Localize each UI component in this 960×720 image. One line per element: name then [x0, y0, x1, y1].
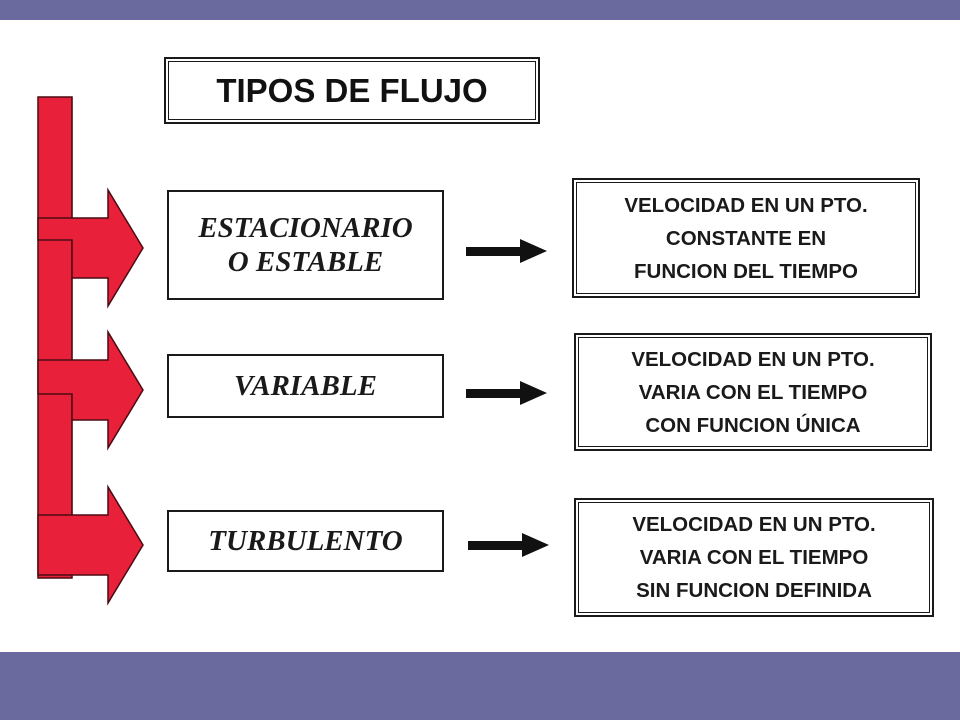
connector-arrow-2-icon [466, 381, 547, 405]
description-text: VELOCIDAD EN UN PTO. CONSTANTE EN FUNCIO… [624, 189, 867, 288]
type-label: ESTACIONARIO O ESTABLE [198, 211, 412, 279]
description-line: VELOCIDAD EN UN PTO. [632, 513, 876, 536]
description-line: CONSTANTE EN [665, 226, 827, 250]
connector-arrow-1-icon [466, 239, 547, 263]
description-line: VARIA CON EL TIEMPO [638, 380, 868, 404]
type-label-line: TURBULENTO [208, 525, 403, 557]
type-label-line: O ESTABLE [227, 246, 384, 278]
description-text: VELOCIDAD EN UN PTO. VARIA CON EL TIEMPO… [632, 508, 875, 607]
bracket-arrow-2-icon [37, 329, 144, 451]
bracket-spine [37, 96, 73, 579]
title-box: TIPOS DE FLUJO [164, 57, 540, 124]
bracket-arrow-1-icon [37, 187, 144, 309]
description-line: FUNCION DEL TIEMPO [634, 259, 858, 283]
bottom-band [0, 652, 960, 720]
type-label: TURBULENTO [208, 524, 402, 558]
description-line: SIN FUNCION DEFINIDA [636, 579, 872, 602]
description-line: VELOCIDAD EN UN PTO. [631, 347, 875, 371]
type-label: VARIABLE [234, 369, 377, 403]
description-box-stationary: VELOCIDAD EN UN PTO. CONSTANTE EN FUNCIO… [572, 178, 920, 298]
type-box-stationary: ESTACIONARIO O ESTABLE [167, 190, 444, 300]
description-box-variable: VELOCIDAD EN UN PTO. VARIA CON EL TIEMPO… [574, 333, 932, 451]
connector-arrow-3-icon [468, 533, 549, 557]
description-text: VELOCIDAD EN UN PTO. VARIA CON EL TIEMPO… [631, 343, 874, 442]
type-box-variable: VARIABLE [167, 354, 444, 418]
description-line: VELOCIDAD EN UN PTO. [624, 193, 868, 217]
description-box-turbulent: VELOCIDAD EN UN PTO. VARIA CON EL TIEMPO… [574, 498, 934, 617]
type-label-line: VARIABLE [234, 370, 377, 402]
type-label-line: ESTACIONARIO [198, 212, 413, 244]
description-line: CON FUNCION ÚNICA [645, 413, 861, 437]
description-line: VARIA CON EL TIEMPO [639, 546, 869, 569]
top-band [0, 0, 960, 20]
type-box-turbulent: TURBULENTO [167, 510, 444, 572]
page-title: TIPOS DE FLUJO [216, 71, 488, 109]
bracket-arrow-3-icon [37, 484, 144, 606]
